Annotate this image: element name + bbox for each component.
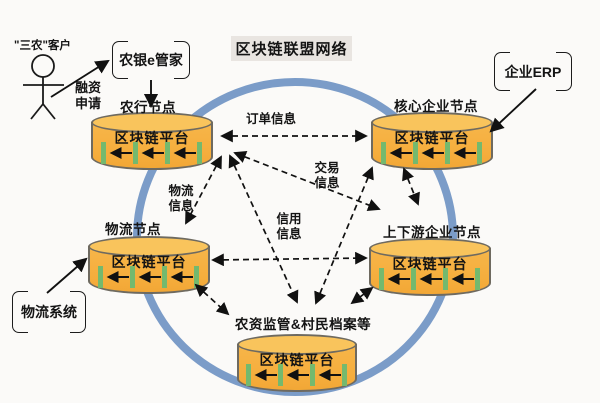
customer-figure (23, 54, 64, 120)
arrow-erp-to-core-node (489, 88, 537, 133)
blockchain-chain-icon (101, 142, 202, 164)
dashed-arrows (185, 129, 420, 316)
arrow-logistics-to-updown (211, 251, 368, 267)
arrow-logistics-to-archive (194, 283, 230, 316)
arrow-core-to-archive (314, 166, 374, 305)
node-cylinder-core-enterprise: 区块链平台 (371, 112, 493, 170)
blockchain-chain-icon (379, 268, 480, 290)
solid-arrows (46, 59, 537, 294)
arrow-credit-info (228, 154, 299, 304)
cylinder-top (237, 334, 357, 355)
blockchain-chain-icon (246, 364, 347, 386)
arrow-trade-info (233, 150, 381, 212)
cylinder-top (91, 112, 213, 133)
arrow-logistics-info (185, 155, 222, 225)
blockchain-chain-icon (381, 142, 482, 164)
arrow-updown-to-archive (350, 286, 374, 305)
blockchain-chain-icon (98, 266, 199, 288)
node-cylinder-logistics: 区块链平台 (88, 236, 210, 294)
node-cylinder-archive: 区块链平台 (237, 334, 357, 392)
arrow-core-to-updown (402, 167, 420, 206)
arrow-logistics-system-to-logistics-node (46, 257, 88, 294)
cylinder-top (88, 236, 210, 257)
arrow-customer-to-bank-app (50, 59, 110, 98)
node-cylinder-updown-enterprise: 区块链平台 (369, 238, 491, 296)
